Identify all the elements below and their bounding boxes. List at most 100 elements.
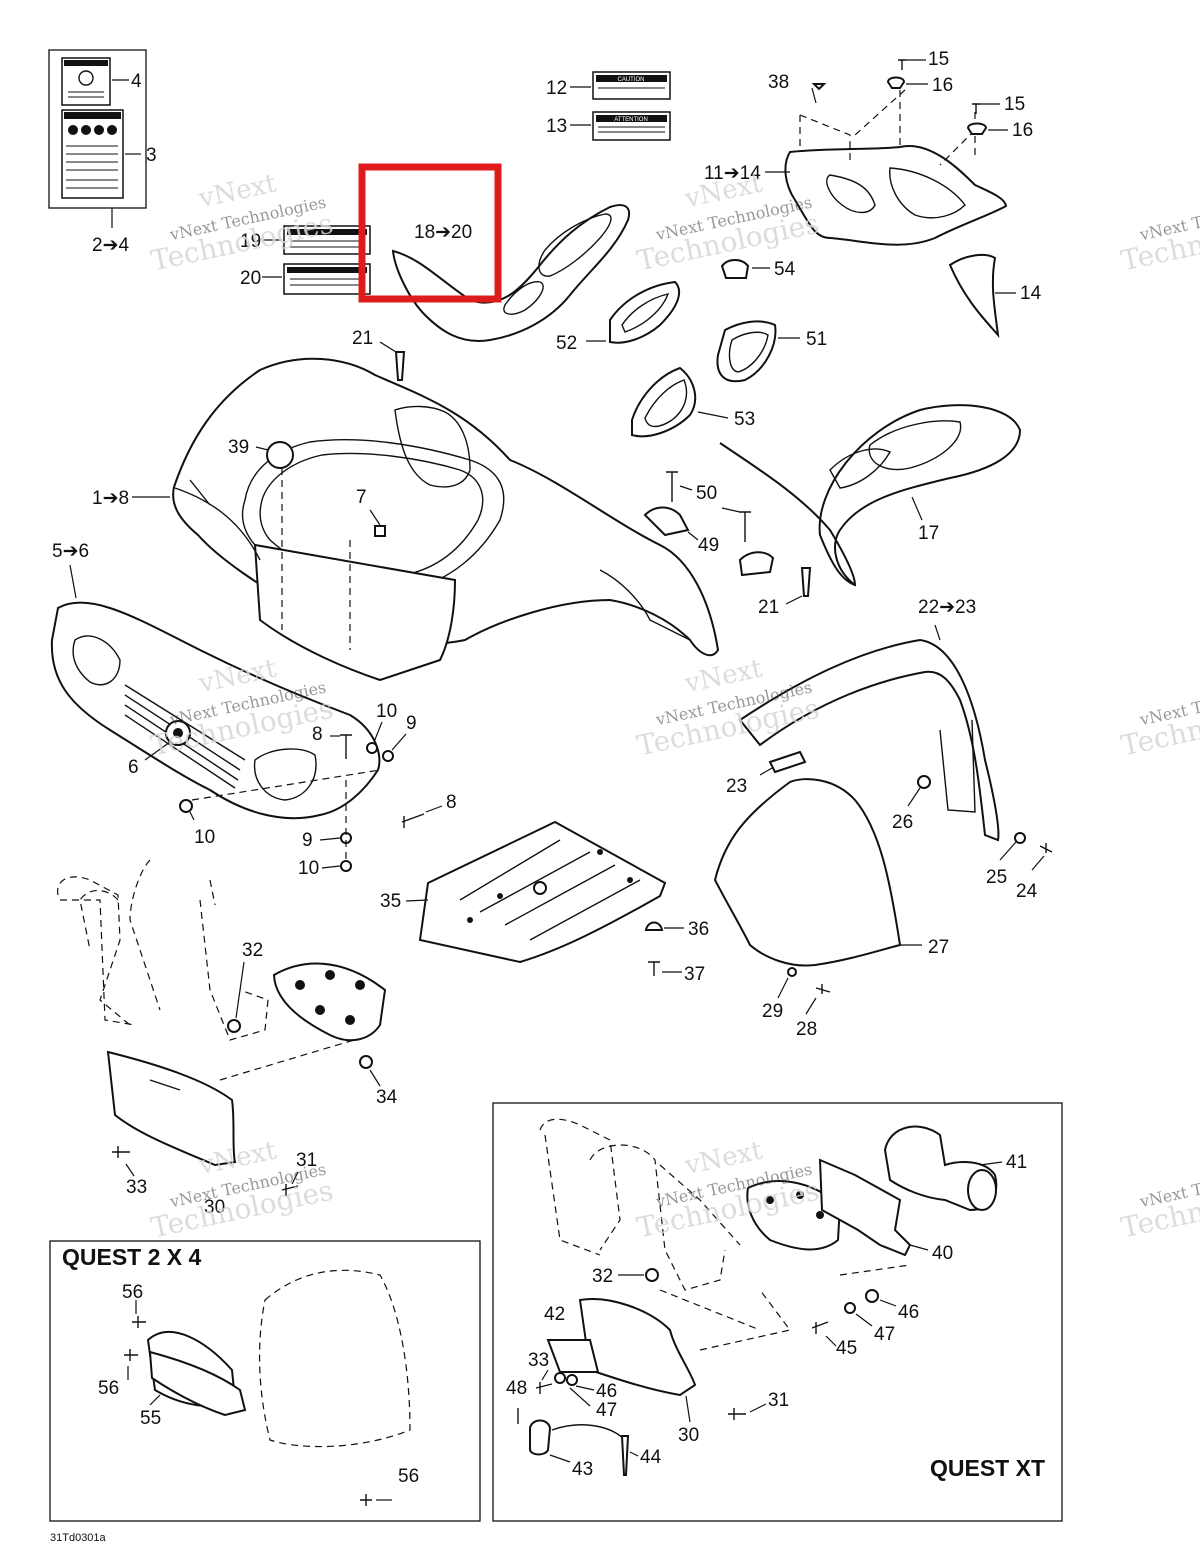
- label-21b: 21: [758, 597, 779, 618]
- label-55: 55: [140, 1408, 161, 1429]
- label-14: 14: [1020, 283, 1042, 304]
- front-fender-body: [132, 357, 720, 682]
- label-2-4: 2➔4: [92, 235, 129, 256]
- label-40: 40: [932, 1243, 953, 1264]
- label-37: 37: [684, 964, 705, 985]
- decal-attention-13: ATTENTION: [570, 111, 671, 141]
- label-54: 54: [774, 259, 796, 280]
- label-27: 27: [928, 937, 949, 958]
- label-56c: 56: [398, 1466, 419, 1487]
- label-15a: 15: [928, 49, 949, 70]
- side-panel-right: [719, 404, 1022, 587]
- label-42: 42: [544, 1304, 565, 1325]
- label-46a: 46: [898, 1302, 919, 1323]
- label-43: 43: [572, 1459, 593, 1480]
- label-41: 41: [1006, 1152, 1027, 1173]
- label-28: 28: [796, 1019, 817, 1040]
- label-22-23: 22➔23: [918, 597, 976, 618]
- label-6: 6: [128, 757, 139, 778]
- splash-guard: [713, 778, 922, 1015]
- label-18-20: 18➔20: [414, 222, 472, 243]
- watermark-8: vNext Technologies Technologies: [1118, 678, 1200, 763]
- label-56b: 56: [98, 1378, 119, 1399]
- label-15b: 15: [1004, 94, 1025, 115]
- label-16a: 16: [932, 75, 953, 96]
- label-50: 50: [696, 483, 717, 504]
- inset-title-quest-xt: QUEST XT: [930, 1455, 1045, 1481]
- label-45: 45: [836, 1338, 857, 1359]
- label-5-6: 5➔6: [52, 541, 89, 562]
- label-23: 23: [726, 776, 747, 797]
- label-44: 44: [640, 1447, 662, 1468]
- label-17: 17: [918, 523, 939, 544]
- label-7: 7: [356, 487, 367, 508]
- drawing-code: 31Td0301a: [50, 1532, 107, 1544]
- label-48: 48: [506, 1378, 527, 1399]
- watermark-7: vNext Technologies Technologies: [1118, 193, 1200, 278]
- label-11-14: 11➔14: [704, 163, 761, 184]
- label-52: 52: [556, 333, 577, 354]
- label-25: 25: [986, 867, 1007, 888]
- label-46b: 46: [596, 1381, 617, 1402]
- label-29: 29: [762, 1001, 783, 1022]
- brackets-49-50: [643, 471, 775, 577]
- label-38: 38: [768, 72, 789, 93]
- label-32b: 32: [592, 1266, 613, 1287]
- label-10a: 10: [376, 701, 397, 722]
- label-34: 34: [376, 1087, 398, 1108]
- label-8a: 8: [312, 724, 323, 745]
- skid-plate: [405, 820, 684, 976]
- mudguard: [738, 624, 1053, 871]
- label-49: 49: [698, 535, 719, 556]
- label-32a: 32: [242, 940, 263, 961]
- label-30a: 30: [204, 1197, 225, 1218]
- decal-19: [262, 225, 371, 255]
- label-26: 26: [892, 812, 913, 833]
- label-12: 12: [546, 78, 567, 99]
- label-16b: 16: [1012, 120, 1033, 141]
- inset-quest-xt: [492, 1102, 1063, 1522]
- label-9b: 9: [302, 830, 313, 851]
- label-24: 24: [1016, 881, 1038, 902]
- label-13: 13: [546, 116, 567, 137]
- label-36: 36: [688, 919, 709, 940]
- label-31a: 31: [296, 1150, 317, 1171]
- watermark-4: vNext vNext Technologies Technologies: [634, 653, 822, 762]
- clip-21-top: [379, 341, 406, 381]
- label-21a: 21: [352, 328, 373, 349]
- label-31b: 31: [768, 1390, 789, 1411]
- label-10b: 10: [194, 827, 215, 848]
- watermark-9: vNext Technologies Technologies: [1118, 1160, 1200, 1245]
- fasteners-bumper: [179, 721, 443, 872]
- rear-rack: [720, 59, 1016, 339]
- decal-attention-text: ATTENTION: [614, 117, 648, 123]
- label-51: 51: [806, 329, 827, 350]
- decal-20: [262, 263, 371, 295]
- label-20: 20: [240, 268, 261, 289]
- label-30b: 30: [678, 1425, 699, 1446]
- label-4: 4: [131, 71, 142, 92]
- label-3: 3: [146, 145, 157, 166]
- brush-guard-assembly: [57, 859, 387, 1196]
- headlight-bezels: [586, 280, 800, 438]
- decal-caution: CAUTION: [570, 71, 671, 100]
- watermark-1: vNext vNext Technologies Technologies: [148, 168, 336, 277]
- label-35: 35: [380, 891, 401, 912]
- label-47b: 47: [596, 1400, 617, 1421]
- label-33a: 33: [126, 1177, 147, 1198]
- front-bumper: [50, 564, 381, 820]
- inset-title-quest-2x4: QUEST 2 X 4: [62, 1244, 202, 1270]
- label-39: 39: [228, 437, 249, 458]
- clip-21-bottom: [785, 567, 812, 605]
- label-9a: 9: [406, 713, 417, 734]
- decal-caution-text: CAUTION: [618, 77, 645, 83]
- decal-panel: [48, 49, 147, 228]
- label-10c: 10: [298, 858, 319, 879]
- label-19: 19: [240, 231, 261, 252]
- label-1-8: 1➔8: [92, 488, 129, 509]
- label-53: 53: [734, 409, 755, 430]
- label-56a: 56: [122, 1282, 143, 1303]
- inset-quest-2x4: [49, 1240, 481, 1522]
- label-8b: 8: [446, 792, 457, 813]
